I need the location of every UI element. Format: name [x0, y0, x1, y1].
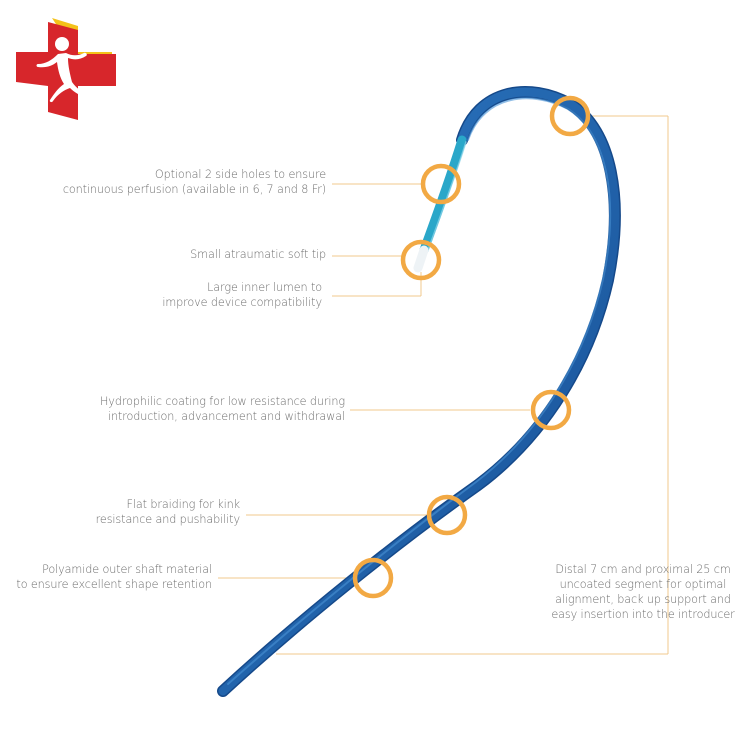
label-hydrophilic: Hydrophilic coating for low resistance d…: [100, 394, 345, 424]
catheter-coated-segment: [419, 135, 467, 255]
label-inner-lumen-line-2: improve device compatibility: [162, 296, 322, 309]
label-side-holes: Optional 2 side holes to ensure continuo…: [63, 167, 326, 197]
marker-ring-proximal-uncoated: [549, 95, 591, 137]
label-uncoated-line-2: uncoated segment for optimal: [559, 578, 727, 591]
marker-ring-soft-tip: [400, 239, 442, 281]
catheter-shaft-highlight: [227, 97, 612, 685]
catheter-coated-highlight: [427, 141, 467, 251]
label-hydrophilic-line-2: introduction, advancement and withdrawal: [107, 410, 345, 423]
medical-cross-logo: [16, 18, 116, 120]
label-soft-tip: Small atraumatic soft tip: [190, 247, 326, 262]
label-uncoated-line-3: alignment, back up support and: [555, 593, 731, 606]
label-inner-lumen: Large inner lumen to improve device comp…: [162, 280, 322, 310]
label-soft-tip-line-1: Small atraumatic soft tip: [190, 248, 326, 261]
marker-rings: [352, 95, 591, 599]
catheter-shaft: [218, 87, 620, 696]
label-braiding: Flat braiding for kink resistance and pu…: [96, 497, 240, 527]
catheter-soft-tip: [413, 245, 429, 273]
marker-ring-hydrophilic: [530, 389, 572, 431]
label-braiding-line-2: resistance and pushability: [95, 513, 240, 526]
label-hydrophilic-line-1: Hydrophilic coating for low resistance d…: [100, 395, 345, 408]
label-polyamide: Polyamide outer shaft material to ensure…: [16, 562, 212, 592]
label-polyamide-line-2: to ensure excellent shape retention: [16, 578, 212, 591]
label-side-holes-line-1: Optional 2 side holes to ensure: [154, 168, 326, 181]
label-polyamide-line-1: Polyamide outer shaft material: [42, 563, 212, 576]
marker-ring-polyamide: [352, 557, 394, 599]
leader-lines: [218, 115, 669, 655]
label-inner-lumen-line-1: Large inner lumen to: [207, 281, 322, 294]
logo-figure-head: [55, 37, 69, 51]
marker-ring-side-holes: [420, 163, 462, 205]
logo-figure-body: [36, 52, 91, 103]
catheter: [217, 86, 621, 697]
label-side-holes-line-2: continuous perfusion (available in 6, 7 …: [62, 183, 326, 196]
label-uncoated: Distal 7 cm and proximal 25 cm uncoated …: [548, 562, 738, 622]
label-uncoated-line-1: Distal 7 cm and proximal 25 cm: [555, 563, 731, 576]
label-braiding-line-1: Flat braiding for kink: [126, 498, 241, 511]
label-uncoated-line-4: easy insertion into the introducer: [551, 608, 735, 621]
marker-ring-braiding: [426, 494, 468, 536]
